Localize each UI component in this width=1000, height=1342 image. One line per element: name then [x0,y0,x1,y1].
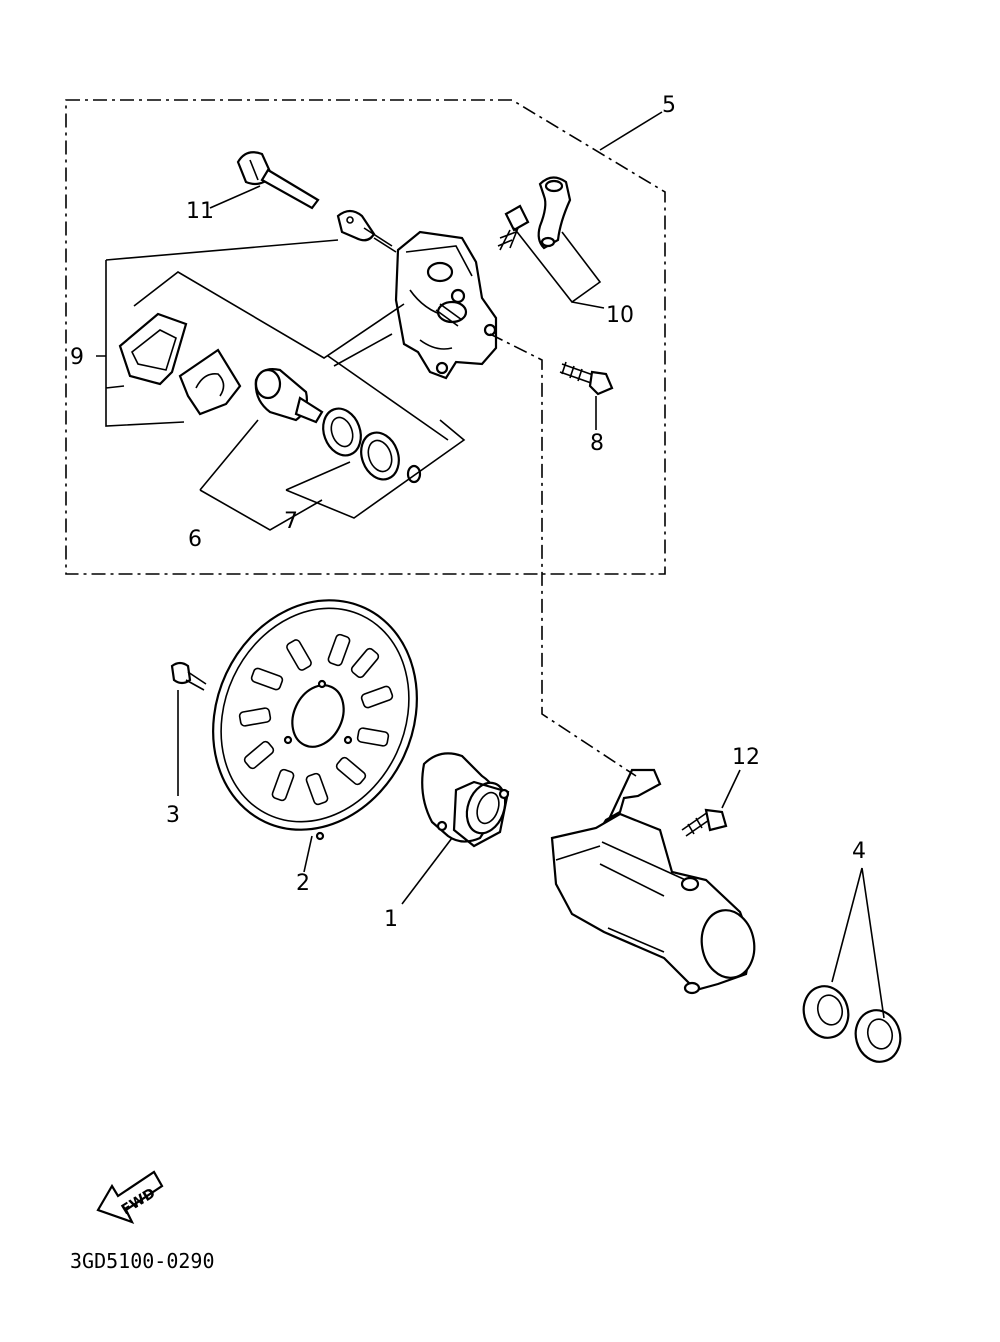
caliper-body[interactable] [394,230,498,380]
callout-12: 12 [732,745,760,770]
callout-3: 3 [166,803,180,828]
callout-9: 9 [70,345,84,370]
assembly-guide-lines [133,237,466,531]
hub-part-1[interactable] [421,752,512,848]
callout-2: 2 [296,871,310,896]
bleed-cap-part-10[interactable] [537,176,572,250]
caliper-bolt-part-8[interactable] [559,361,614,396]
callout-7: 7 [284,509,298,534]
pad-clip-part[interactable] [336,209,393,247]
bracket-bolt-part-12[interactable] [681,808,728,837]
callout-4: 4 [852,839,866,864]
part-9-bracket [96,239,339,427]
caliper-bracket[interactable] [550,768,760,995]
part-4-leaders [831,867,885,1019]
disc-screw-part-3[interactable] [170,661,207,691]
brake-disc-part-2[interactable] [176,567,453,864]
pad-spring-part-9[interactable] [178,348,242,416]
callout-8: 8 [590,431,604,456]
callout-10: 10 [606,303,634,328]
part-11-leader [209,185,261,209]
callout-11: 11 [186,199,214,224]
caliper-assembly-boundary [65,99,666,575]
brake-pad-part-9[interactable] [118,312,188,386]
part-1-leader [401,837,453,905]
callout-6: 6 [188,527,202,552]
bleed-screw-part-10[interactable] [497,204,530,251]
part-5-leader [599,111,663,151]
part-10-bracket [513,227,605,309]
piston-seal-part-7[interactable] [317,403,367,460]
piston-part-6[interactable] [254,368,324,424]
nut-part-4b[interactable] [850,1005,906,1067]
part-2-leader [303,835,313,873]
dust-seal-part-7[interactable] [355,427,405,484]
o-ring-part[interactable] [406,464,422,484]
part-12-leader [721,769,741,809]
callout-1: 1 [384,907,398,932]
pin-bolt-part-11[interactable] [236,151,320,210]
mounting-axis-line [489,333,637,777]
callout-5: 5 [662,93,676,118]
diagram-code: 3GD5100-0290 [70,1249,215,1273]
nut-part-4[interactable] [798,981,854,1043]
forward-direction-arrow-icon: FWD [96,1170,164,1224]
